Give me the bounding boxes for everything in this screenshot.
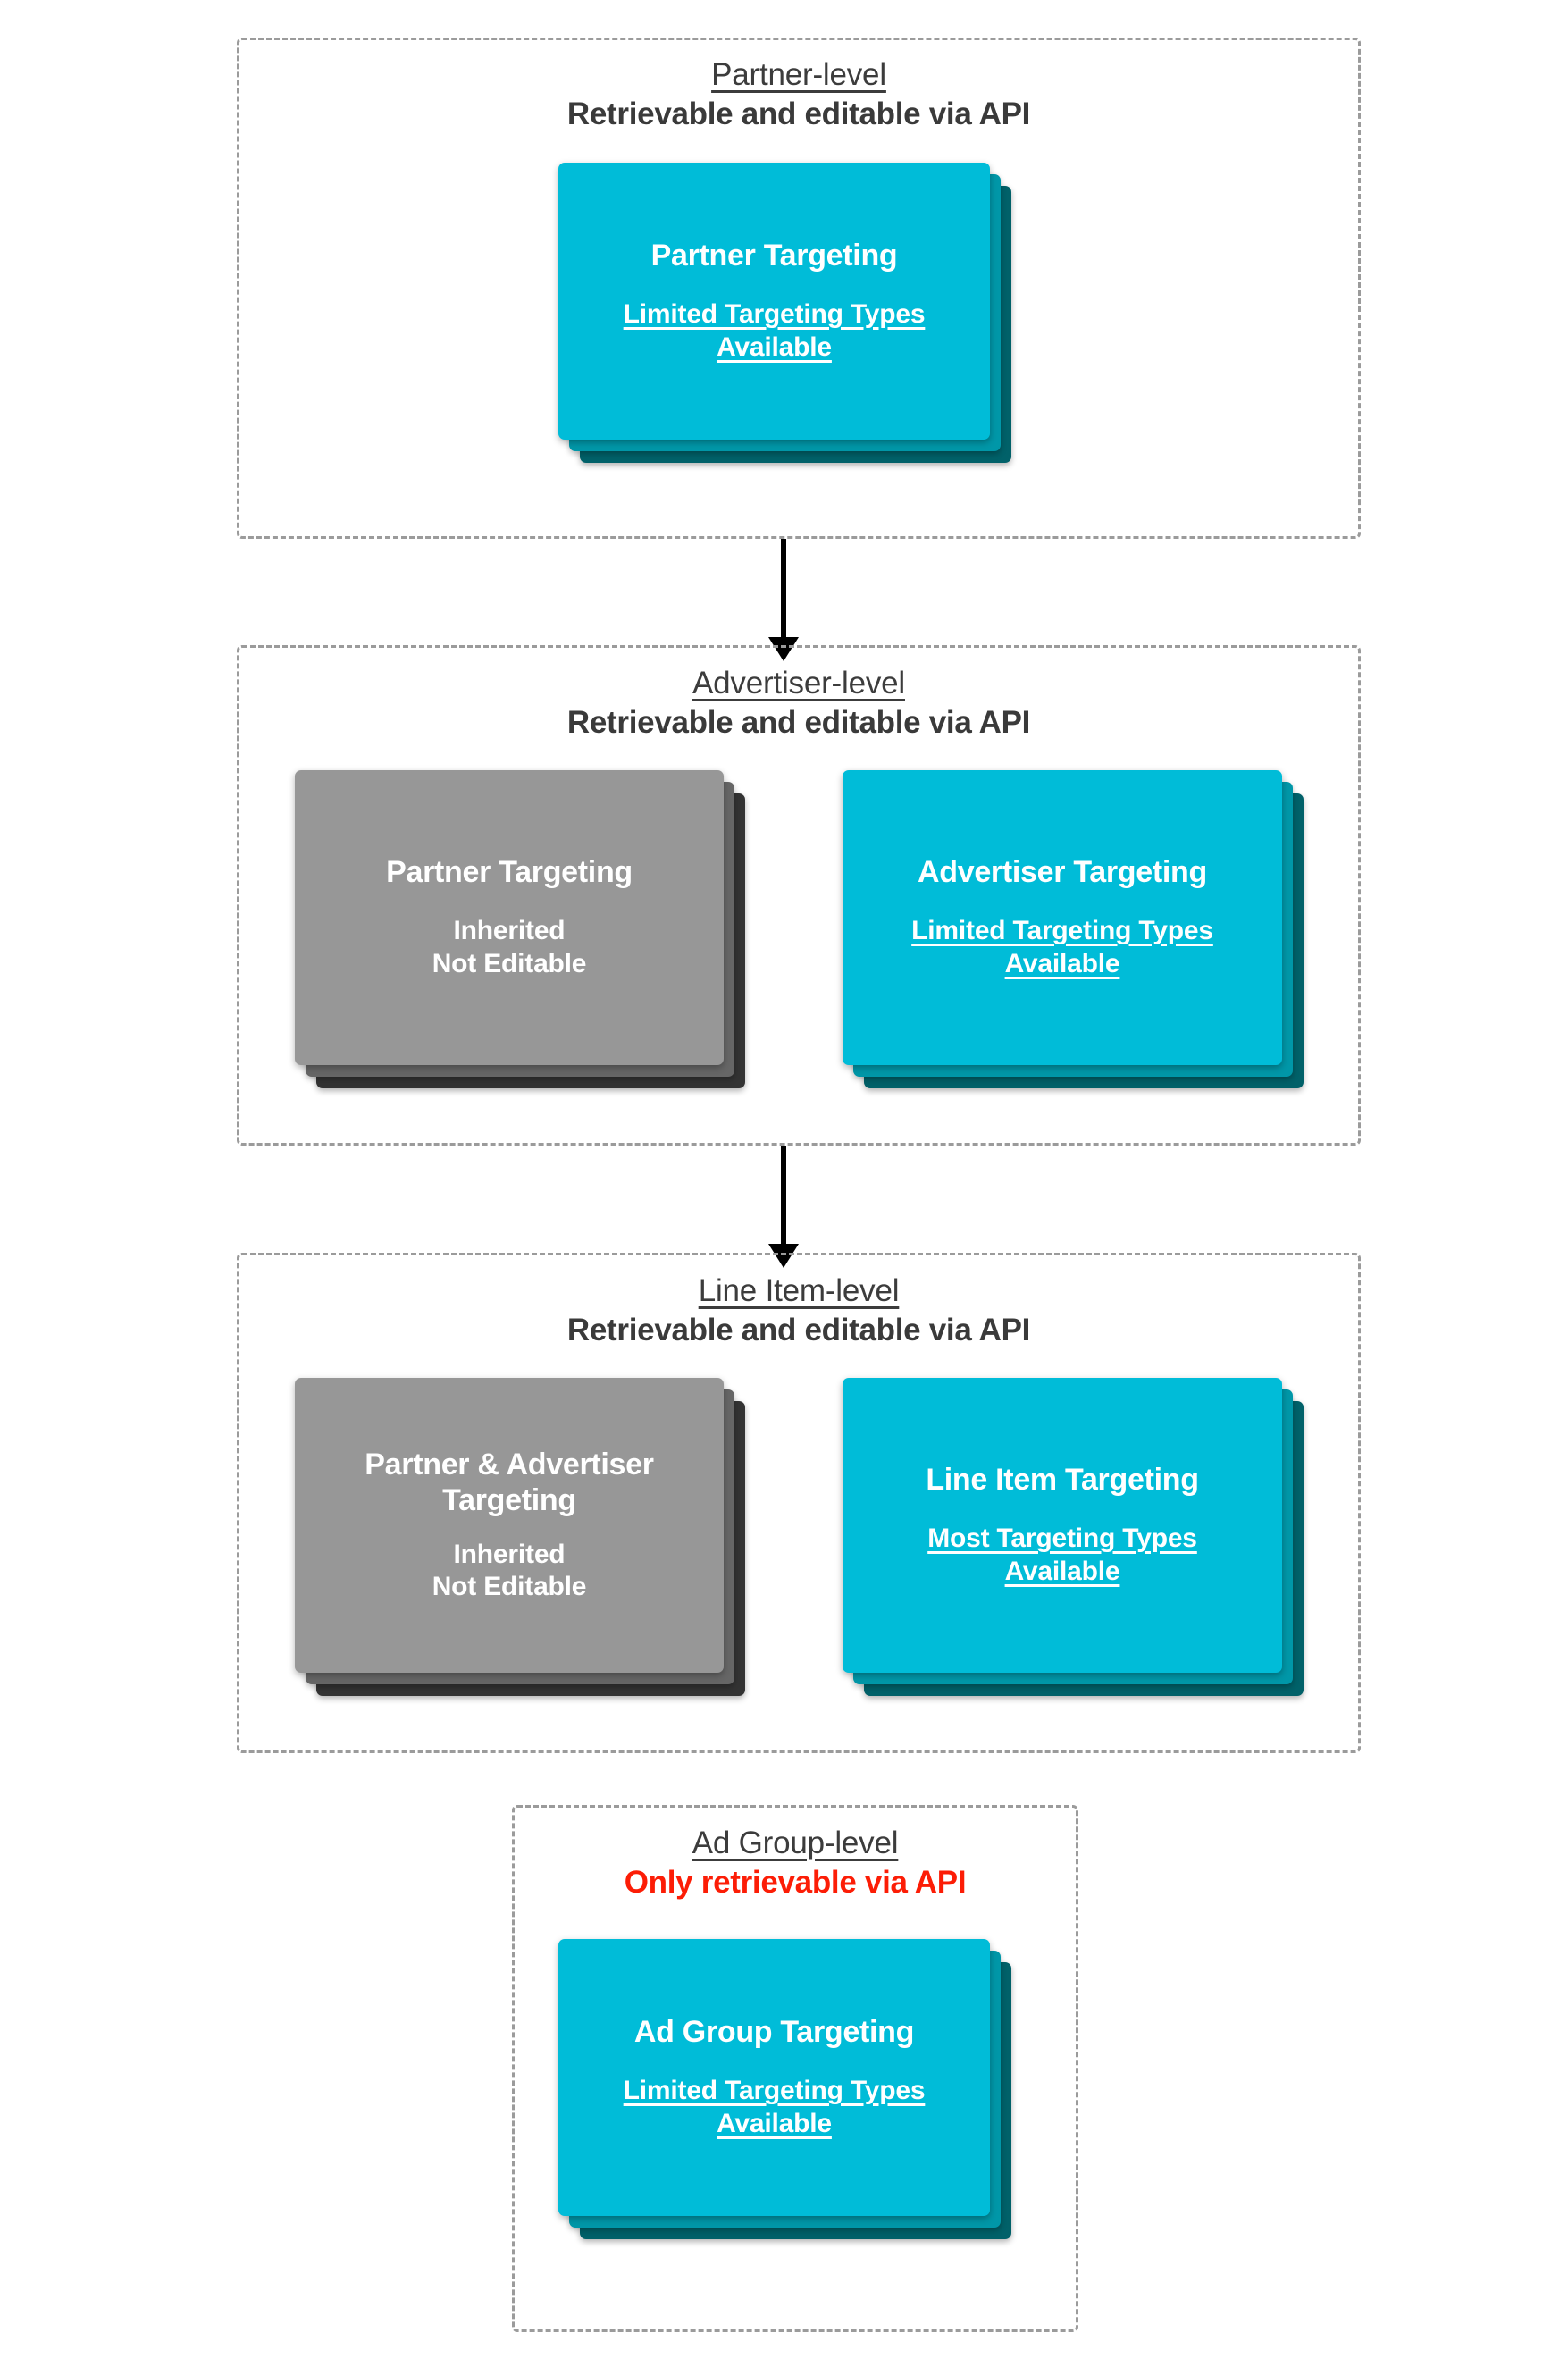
card-title-line-item-targeting: Line Item Targeting xyxy=(926,1463,1199,1498)
card-stack-partner-targeting-inherited[interactable]: Partner Targeting Inherited Not Editable xyxy=(295,770,745,1088)
card-note-partner-targeting-inherited: Inherited Not Editable xyxy=(432,916,587,979)
card-title-advertiser-targeting: Advertiser Targeting xyxy=(917,855,1207,890)
card-title-partner-targeting-inherited: Partner Targeting xyxy=(386,855,633,890)
card-note-advertiser-targeting: Limited Targeting Types Available xyxy=(911,916,1213,979)
card-layer-front[interactable]: Partner Targeting Limited Targeting Type… xyxy=(558,163,990,440)
level-container-ad-group xyxy=(512,1805,1078,2332)
card-layer-front[interactable]: Partner & Advertiser Targeting Inherited… xyxy=(295,1378,724,1673)
card-layer-front[interactable]: Advertiser Targeting Limited Targeting T… xyxy=(843,770,1282,1065)
card-stack-line-item-targeting[interactable]: Line Item Targeting Most Targeting Types… xyxy=(843,1378,1304,1696)
card-stack-partner-targeting[interactable]: Partner Targeting Limited Targeting Type… xyxy=(558,163,1011,463)
card-note-line-item-targeting: Most Targeting Types Available xyxy=(927,1523,1197,1587)
level-container-advertiser xyxy=(237,645,1361,1146)
card-layer-front[interactable]: Partner Targeting Inherited Not Editable xyxy=(295,770,724,1065)
card-layer-front[interactable]: Line Item Targeting Most Targeting Types… xyxy=(843,1378,1282,1673)
card-title-partner-advertiser-targeting: Partner & Advertiser Targeting xyxy=(365,1448,654,1518)
level-container-line-item xyxy=(237,1253,1361,1753)
card-title-partner-targeting: Partner Targeting xyxy=(650,239,898,273)
card-title-ad-group-targeting: Ad Group Targeting xyxy=(633,2015,915,2050)
card-note-partner-advertiser-targeting: Inherited Not Editable xyxy=(432,1539,587,1602)
card-layer-front[interactable]: Ad Group Targeting Limited Targeting Typ… xyxy=(558,1939,990,2216)
card-note-ad-group-targeting: Limited Targeting Types Available xyxy=(623,2076,926,2139)
arrow-partner-to-advertiser xyxy=(781,539,786,639)
arrow-advertiser-to-line-item xyxy=(781,1146,786,1246)
card-stack-ad-group-targeting[interactable]: Ad Group Targeting Limited Targeting Typ… xyxy=(558,1939,1011,2239)
card-stack-advertiser-targeting[interactable]: Advertiser Targeting Limited Targeting T… xyxy=(843,770,1304,1088)
level-container-partner xyxy=(237,38,1361,539)
card-note-partner-targeting: Limited Targeting Types Available xyxy=(623,299,926,363)
card-stack-partner-advertiser-targeting-inherited[interactable]: Partner & Advertiser Targeting Inherited… xyxy=(295,1378,745,1696)
